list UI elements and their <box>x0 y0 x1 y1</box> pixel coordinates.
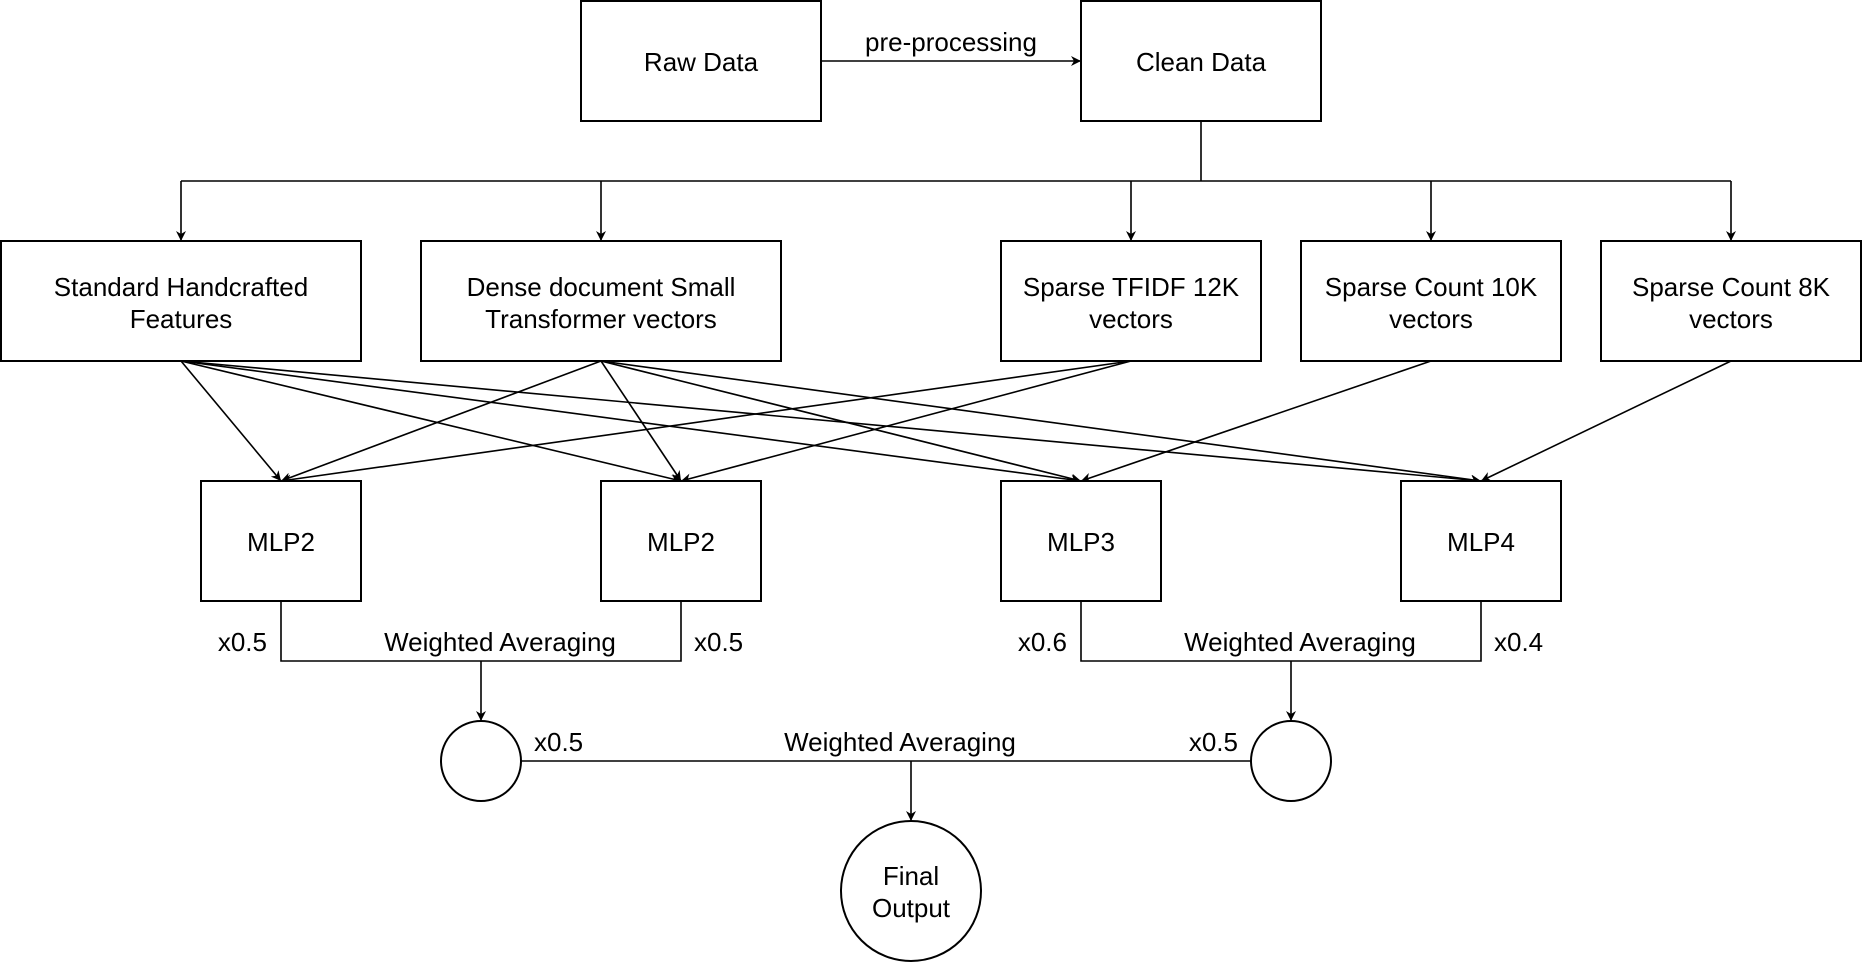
node-feature-count10k-label-line: Sparse Count 10K <box>1325 272 1538 302</box>
node-mlp2-b-label: MLP2 <box>647 527 715 557</box>
node-feature-tfidf-label-line: Sparse TFIDF 12K <box>1023 272 1240 302</box>
node-mlp4: MLP4 <box>1400 480 1562 602</box>
weight-label-avg-right: x0.5 <box>1189 727 1238 757</box>
node-feature-count8k-label-line: vectors <box>1689 304 1773 334</box>
edge-tfidf-to-mlp2b <box>680 360 1132 484</box>
node-mlp4-label: MLP4 <box>1447 527 1515 557</box>
edge-tfidf-to-mlp2a <box>280 360 1132 485</box>
node-avg-left <box>440 720 522 802</box>
node-feature-dense-label-line: Dense document Small <box>467 272 736 302</box>
edge-dense-to-mlp4 <box>600 360 1482 485</box>
weight-label-mlp3: x0.6 <box>1018 627 1067 657</box>
node-mlp3-label-line: MLP3 <box>1047 527 1115 557</box>
edge-dense-to-mlp2a <box>280 360 602 483</box>
node-mlp2-b: MLP2 <box>600 480 762 602</box>
node-feature-count8k-label-line: Sparse Count 8K <box>1632 272 1831 302</box>
node-mlp3: MLP3 <box>1000 480 1162 602</box>
edge-dense-to-mlp3 <box>600 360 1082 484</box>
edge-dense-to-mlp2b <box>600 360 682 482</box>
node-feature-handcrafted-label-line: Features <box>130 304 233 334</box>
node-clean-data-label-line: Clean Data <box>1136 47 1267 77</box>
weight-label-mlp2-b: x0.5 <box>694 627 743 657</box>
edge-label-preprocessing: pre-processing <box>865 27 1037 57</box>
node-final-output-label-line: Output <box>872 893 951 923</box>
edge-handcrafted-to-mlp2a <box>180 360 282 482</box>
weight-label-mlp2-a: x0.5 <box>218 627 267 657</box>
node-feature-count10k-label-line: vectors <box>1389 304 1473 334</box>
weight-label-avg-left: x0.5 <box>534 727 583 757</box>
edges <box>176 56 1736 821</box>
node-clean-data-label: Clean Data <box>1136 47 1267 77</box>
node-raw-data: Raw Data <box>580 0 822 122</box>
node-feature-handcrafted-label-line: Standard Handcrafted <box>54 272 308 302</box>
node-raw-data-label-line: Raw Data <box>644 47 759 77</box>
node-mlp4-label-line: MLP4 <box>1447 527 1515 557</box>
node-feature-tfidf-label-line: vectors <box>1089 304 1173 334</box>
edge-count10k-to-mlp3 <box>1080 360 1432 483</box>
edge-label-weighted-avg-right: Weighted Averaging <box>1184 627 1416 657</box>
edge-label-weighted-avg-final: Weighted Averaging <box>784 727 1016 757</box>
node-final-output-label-line: Final <box>883 861 939 891</box>
node-mlp3-label: MLP3 <box>1047 527 1115 557</box>
edge-handcrafted-to-mlp2b <box>180 360 682 484</box>
node-mlp2-a-label: MLP2 <box>247 527 315 557</box>
node-mlp2-a-label-line: MLP2 <box>247 527 315 557</box>
node-mlp2-b-label-line: MLP2 <box>647 527 715 557</box>
node-avg-right <box>1250 720 1332 802</box>
node-feature-dense-label-line: Transformer vectors <box>485 304 717 334</box>
edge-right-avg-bracket <box>1080 601 1482 662</box>
node-raw-data-label: Raw Data <box>644 47 759 77</box>
edge-handcrafted-to-mlp4 <box>180 360 1482 486</box>
node-mlp2-a: MLP2 <box>200 480 362 602</box>
edge-count8k-to-mlp4 <box>1480 360 1732 482</box>
edge-handcrafted-to-mlp3 <box>180 360 1082 485</box>
edge-label-weighted-avg-left: Weighted Averaging <box>384 627 616 657</box>
weight-label-mlp4: x0.4 <box>1494 627 1543 657</box>
node-clean-data: Clean Data <box>1080 0 1322 122</box>
